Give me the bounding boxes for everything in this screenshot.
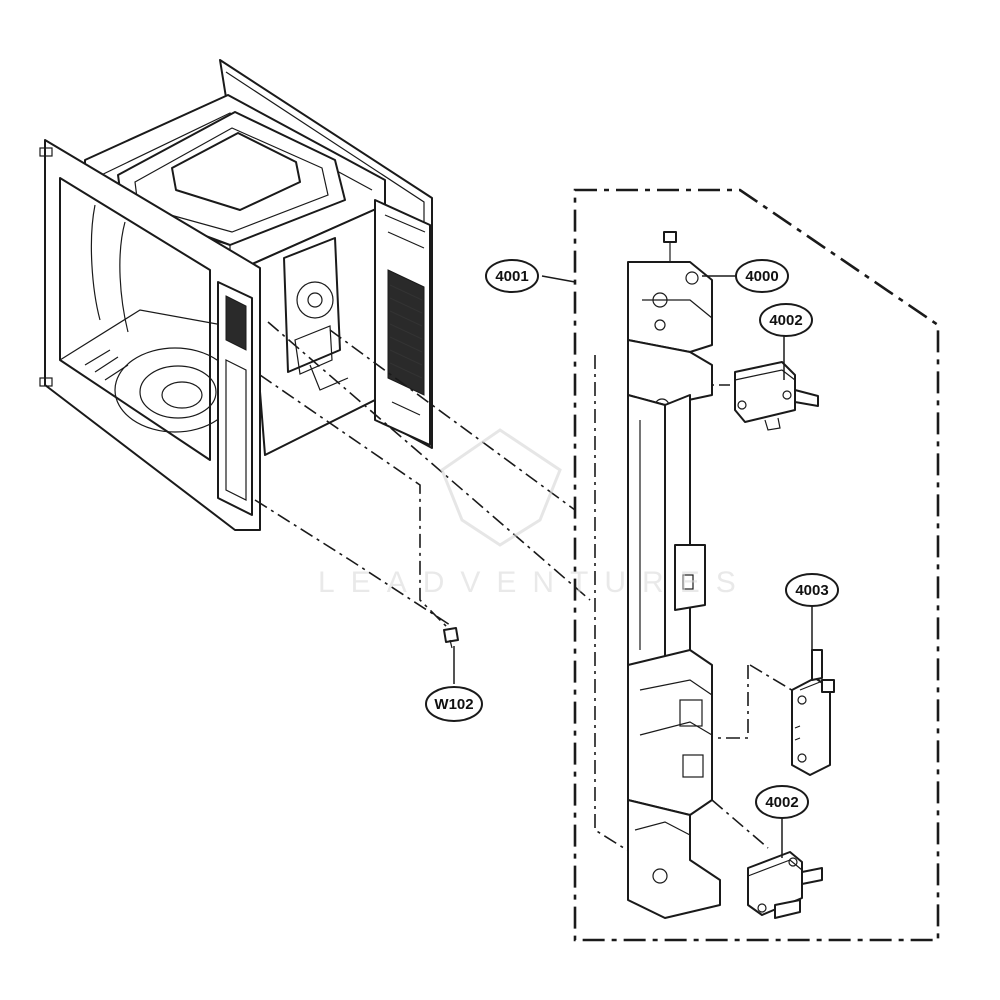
microwave-cavity-assembly	[39, 59, 433, 531]
callout-4000: 4000	[735, 259, 789, 293]
assembly-boundary	[573, 188, 940, 942]
watermark-text: LEADVENTURES	[318, 566, 752, 599]
callout-4002-top-label: 4002	[769, 312, 802, 329]
callout-4002-top: 4002	[759, 303, 813, 337]
callout-4002-bottom-label: 4002	[765, 794, 798, 811]
callout-4001-label: 4001	[495, 268, 528, 285]
callout-4001: 4001	[485, 259, 539, 293]
interlock-bracket-4000	[627, 231, 721, 919]
watermark-logo: LEADVENTURES	[318, 428, 752, 599]
callout-4003: 4003	[785, 573, 839, 607]
callout-w102-label: W102	[434, 696, 473, 713]
leader-lines	[453, 275, 813, 858]
callout-w102: W102	[425, 686, 483, 722]
micro-switch-4002-bottom	[747, 851, 823, 919]
callout-4002-bottom: 4002	[755, 785, 809, 819]
micro-switch-4002-top	[734, 361, 819, 431]
callout-4003-label: 4003	[795, 582, 828, 599]
callout-4000-label: 4000	[745, 268, 778, 285]
micro-switch-4003	[791, 649, 835, 776]
screw-w102	[443, 627, 459, 649]
